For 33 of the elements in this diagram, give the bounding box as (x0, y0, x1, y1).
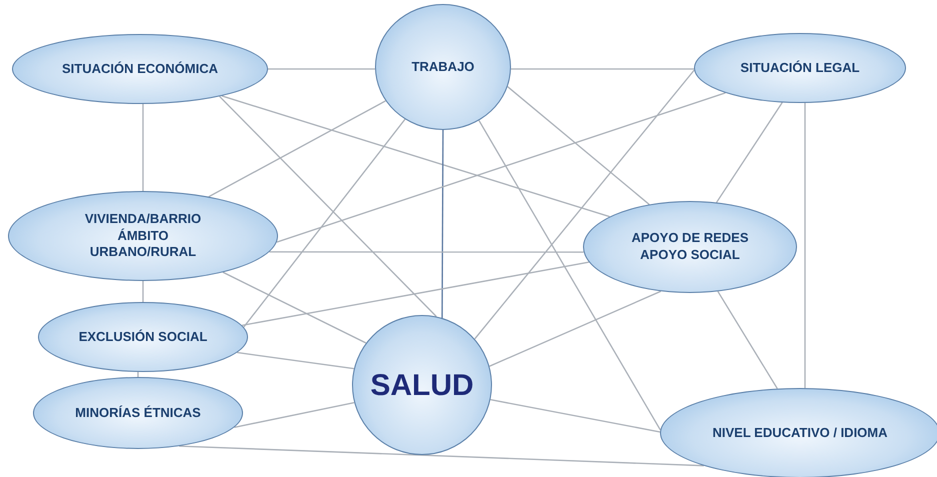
connector-line (237, 352, 354, 370)
connector-line (474, 70, 695, 340)
connector-line (717, 291, 778, 389)
connector-line (276, 92, 726, 243)
node-label: APOYO DE REDES APOYO SOCIAL (630, 230, 750, 264)
connector-line (489, 290, 662, 367)
connector-line (441, 130, 444, 318)
connector-line (804, 102, 806, 388)
connector-line (478, 120, 661, 430)
node-label: MINORÍAS ÉTNICAS (75, 404, 201, 422)
node-label: SALUD (370, 368, 474, 404)
connector-line (242, 262, 590, 326)
node-label: NIVEL EDUCATIVO / IDIOMA (712, 424, 888, 442)
node-label: SITUACIÓN ECONÓMICA (62, 60, 218, 78)
node-label: TRABAJO (412, 58, 474, 76)
connector-line (507, 86, 650, 205)
connector-line (208, 100, 386, 198)
connector-line (268, 68, 376, 70)
connector-line (490, 399, 660, 433)
connector-line (219, 96, 437, 317)
connector-line (179, 445, 704, 466)
connector-line (142, 104, 144, 191)
connector-line (234, 402, 354, 428)
node-label: SITUACIÓN LEGAL (740, 60, 860, 76)
connector-line (510, 68, 694, 70)
node-label: VIVIENDA/BARRIO ÁMBITO URBANO/RURAL (84, 210, 202, 262)
connector-line (716, 102, 783, 203)
connector-line (269, 251, 584, 253)
connector-line (222, 95, 610, 218)
connector-line (243, 118, 406, 328)
node-label: EXCLUSIÓN SOCIAL (78, 328, 208, 346)
connector-line (222, 272, 366, 344)
connector-line (142, 281, 144, 302)
